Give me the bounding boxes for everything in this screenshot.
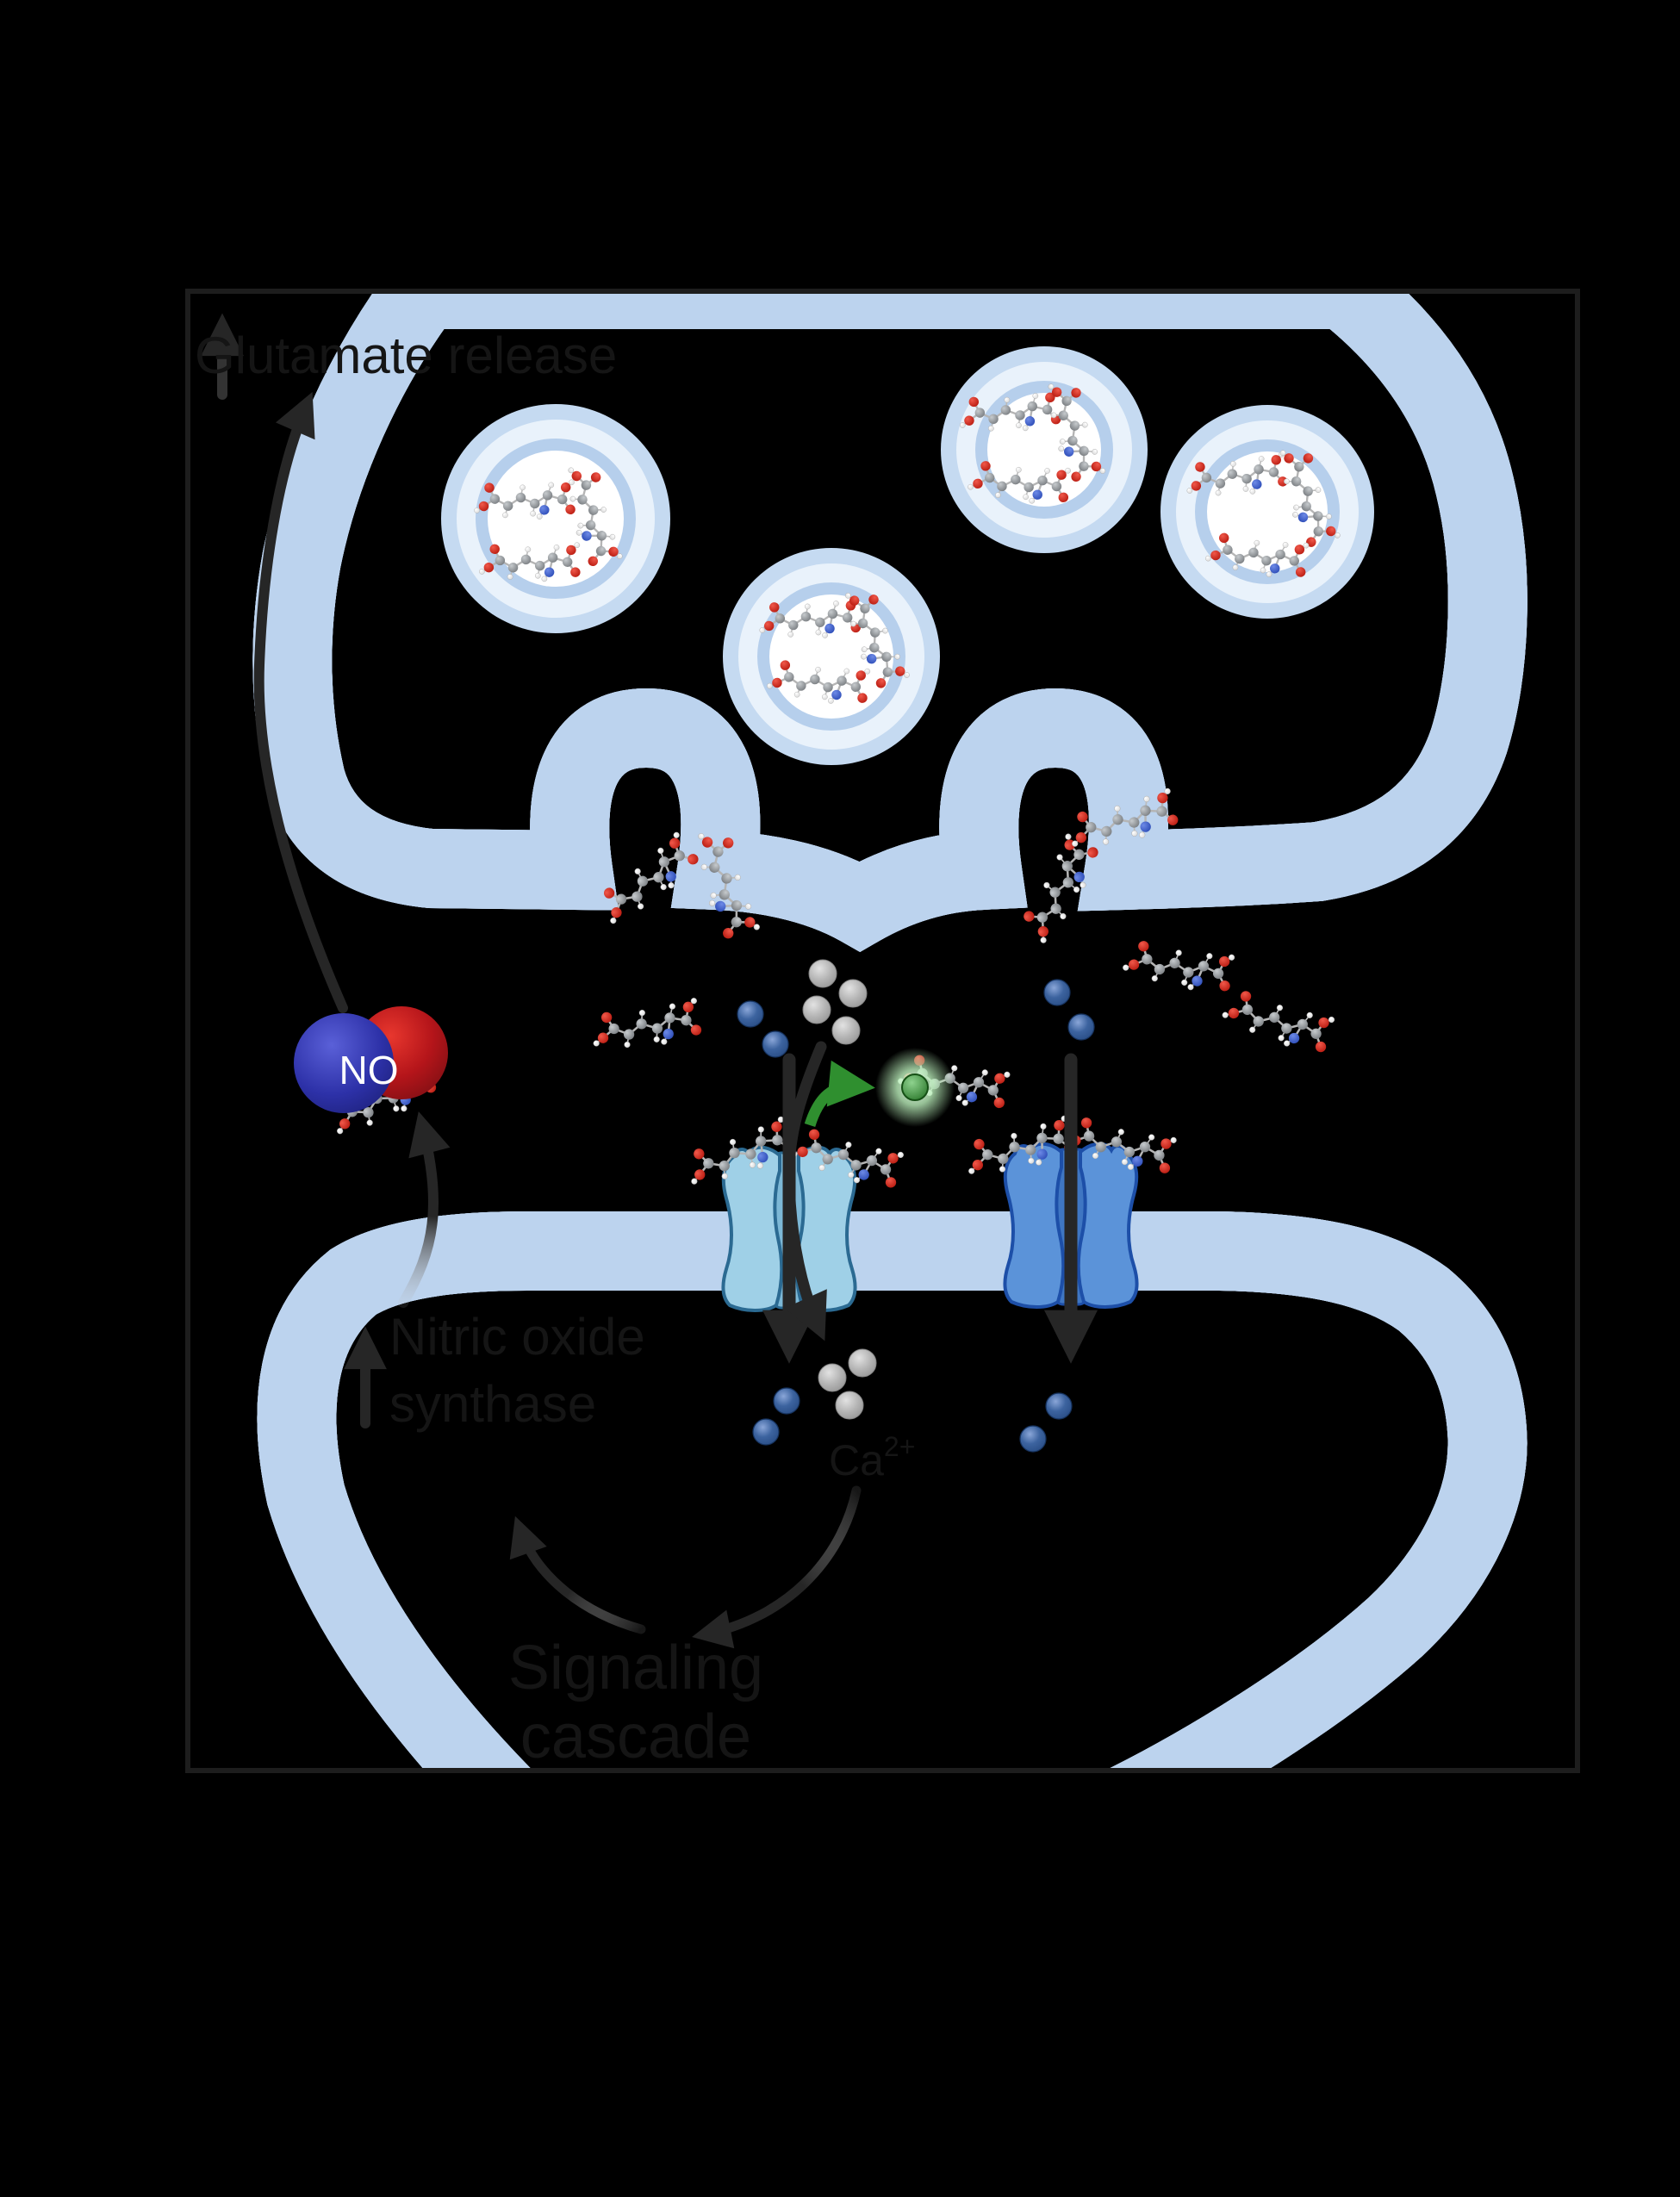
sodium-ion — [802, 995, 831, 1024]
calcium-label-superscript: 2+ — [884, 1431, 915, 1462]
synaptic-vesicle — [723, 548, 940, 765]
nitric-oxide-molecule: NO — [294, 1006, 448, 1113]
calcium-ion — [737, 1000, 764, 1028]
arrow-postsynaptic-to-no — [398, 1111, 451, 1308]
synaptic-vesicle — [1160, 405, 1374, 619]
nos-label-line1: Nitric oxide — [389, 1308, 645, 1366]
diagram-frame — [185, 289, 1580, 1773]
nos-label-line2: synthase — [389, 1375, 596, 1433]
arrow-cascade-to-nos — [509, 1515, 646, 1634]
green-ion-arrow — [804, 1060, 875, 1128]
no-label: NO — [339, 1048, 399, 1092]
arrow-no-to-presynaptic — [253, 391, 348, 1013]
arrow-ion-influx-curved — [783, 1041, 827, 1341]
sodium-ion — [818, 1363, 847, 1392]
signaling-cascade-line1: Signaling — [508, 1634, 763, 1702]
calcium-ion — [1045, 1392, 1073, 1420]
sodium-ion — [808, 959, 837, 988]
calcium-ion — [773, 1387, 800, 1415]
green-ion — [875, 1048, 955, 1127]
nitrogen-atom — [294, 1013, 394, 1113]
calcium-ion — [762, 1030, 789, 1058]
calcium-label: Ca2+ — [829, 1431, 915, 1484]
presynaptic-terminal — [292, 294, 1487, 952]
green-ion-core — [901, 1074, 929, 1101]
calcium-ion — [1019, 1425, 1047, 1453]
signaling-cascade-line2: cascade — [520, 1702, 751, 1771]
sodium-ion — [831, 1016, 861, 1045]
postsynaptic-terminal — [296, 1211, 1487, 1768]
calcium-ion — [1067, 1013, 1095, 1041]
glutamate-release-label: Glutamate release — [195, 327, 617, 384]
calcium-label-base: Ca — [829, 1436, 884, 1484]
sodium-ion — [838, 979, 868, 1008]
synaptic-vesicle — [941, 346, 1148, 553]
calcium-ion — [752, 1418, 780, 1446]
calcium-ion — [1043, 979, 1071, 1006]
synaptic-vesicle — [441, 404, 670, 633]
sodium-ion — [835, 1391, 864, 1420]
sodium-ion — [848, 1348, 877, 1378]
arrow-cascade-from-calcium — [692, 1485, 862, 1649]
